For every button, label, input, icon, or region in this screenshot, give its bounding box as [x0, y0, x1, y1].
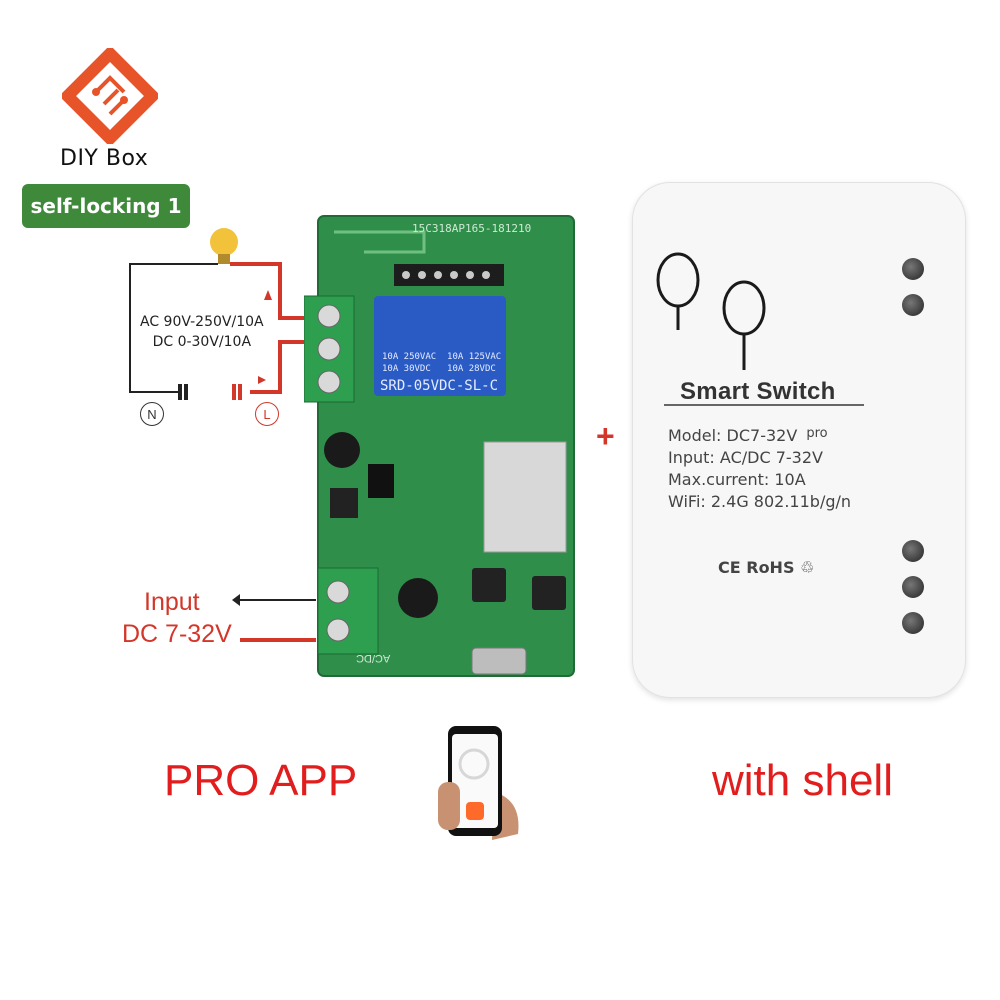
- relay-rating-1: 10A 250VAC 10A 125VAC: [382, 352, 502, 362]
- acdc-label: AC/DC: [356, 652, 391, 664]
- case-wifi: WiFi: 2.4G 802.11b/g/n: [668, 492, 852, 511]
- pcb-code: 15C318AP165-181210: [412, 222, 532, 235]
- case-screw: [902, 612, 924, 634]
- smartphone-app-icon: [438, 726, 519, 840]
- case-title-underline: [664, 404, 864, 406]
- case-screw: [902, 540, 924, 562]
- brand-name: DIY Box: [60, 146, 149, 171]
- case-model-suffix: pro: [806, 426, 828, 441]
- relay-rating-2: 10A 30VDC 10A 28VDC: [382, 364, 496, 374]
- load-spec-ac: AC 90V-250V/10A: [140, 314, 264, 330]
- with-shell-caption: with shell: [712, 756, 893, 805]
- plus-sign: +: [596, 418, 615, 454]
- wiring-diagram: [129, 228, 316, 642]
- live-label: L: [255, 402, 279, 426]
- case-model-text: Model: DC7-32V: [668, 426, 798, 445]
- certification-marks: CE RoHS ♲: [718, 558, 815, 577]
- pro-app-caption: PRO APP: [164, 756, 358, 805]
- load-spec: AC 90V-250V/10A DC 0-30V/10A: [140, 312, 264, 352]
- load-spec-dc: DC 0-30V/10A: [152, 334, 252, 350]
- self-locking-badge: self-locking 1: [22, 184, 190, 228]
- neutral-label: N: [140, 402, 164, 426]
- case-current: Max.current: 10A: [668, 470, 806, 489]
- input-label: Input: [144, 588, 200, 616]
- reset-pin-icon: [656, 252, 766, 370]
- case-screw: [902, 258, 924, 280]
- case-screw: [902, 576, 924, 598]
- case-input: Input: AC/DC 7-32V: [668, 448, 823, 467]
- diy-box-logo-icon: [62, 48, 158, 144]
- relay-module-image: [304, 215, 575, 677]
- case-model: Model: DC7-32V pro: [668, 426, 828, 445]
- case-title: Smart Switch: [680, 378, 836, 405]
- relay-model: SRD-05VDC-SL-C: [380, 378, 499, 394]
- input-voltage: DC 7-32V: [122, 620, 232, 648]
- case-screw: [902, 294, 924, 316]
